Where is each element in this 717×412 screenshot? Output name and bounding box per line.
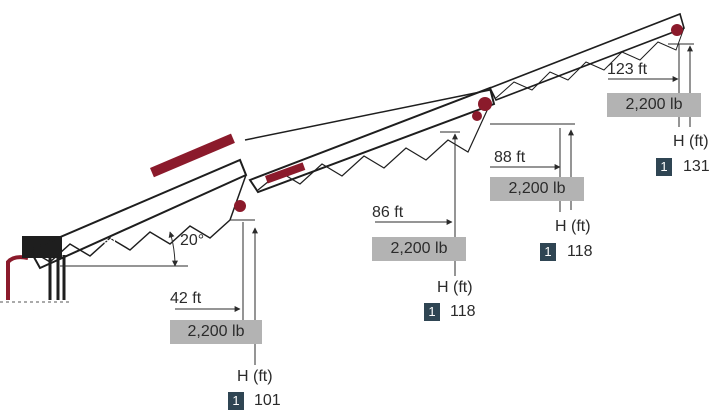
height-label-42ft: H (ft) — [237, 368, 273, 385]
reach-label-123ft: 123 ft — [607, 61, 648, 78]
load-box-123ft: 2,200 lb — [607, 93, 701, 117]
angle-annotation — [60, 231, 188, 267]
reach-label-42ft: 42 ft — [170, 290, 202, 307]
height-value-86ft: 118 — [450, 303, 476, 320]
reach-label-86ft: 86 ft — [372, 204, 404, 221]
tier-badge-42ft: 1 — [228, 392, 244, 410]
height-label-86ft: H (ft) — [437, 279, 473, 296]
jib-extension — [488, 12, 685, 102]
height-value-42ft: 101 — [254, 392, 281, 409]
height-label-88ft: H (ft) — [555, 218, 591, 235]
load-box-88ft: 2,200 lb — [490, 177, 584, 201]
angle-label: 20° — [180, 232, 205, 249]
boom-long — [244, 86, 496, 194]
load-box-42ft: 2,200 lb — [170, 320, 262, 344]
tier-badge-123ft: 1 — [656, 158, 672, 176]
boom-short — [28, 133, 248, 270]
height-value-88ft: 118 — [567, 243, 593, 260]
tier-badge-86ft: 1 — [424, 303, 440, 321]
crane-base — [0, 236, 70, 303]
reach-label-88ft: 88 ft — [494, 149, 526, 166]
height-label-123ft: H (ft) — [673, 133, 709, 150]
load-box-86ft: 2,200 lb — [372, 237, 466, 261]
tier-badge-88ft: 1 — [540, 243, 556, 261]
height-value-123ft: 131 — [683, 158, 710, 175]
